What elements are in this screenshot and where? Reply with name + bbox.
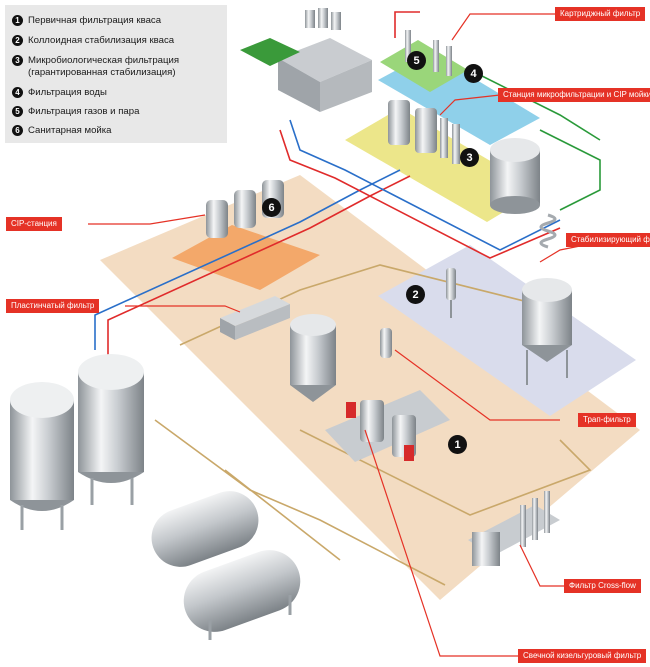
legend-item-4: 4 Фильтрация воды (12, 87, 107, 99)
zone-2-badge: 2 (406, 285, 425, 304)
legend-item-1: 1 Первичная фильтрация кваса (12, 15, 161, 27)
legend-label: Фильтрация воды (28, 87, 107, 98)
legend-panel: 1 Первичная фильтрация кваса 2 Коллоидна… (5, 5, 227, 143)
callout-plate-filter: Пластинчатый фильтр (6, 299, 100, 313)
legend-label: Фильтрация газов и пара (28, 106, 140, 117)
control-building (240, 38, 372, 112)
horizontal-tank-1 (151, 491, 259, 567)
horizontal-tank-2 (183, 550, 301, 640)
zone-1-platform (100, 175, 640, 600)
legend-number: 3 (12, 55, 23, 66)
legend-number: 4 (12, 87, 23, 98)
crossflow-filter-unit (468, 491, 560, 566)
callout-microfiltration-station: Станция микрофильтрации и CIP мойки (498, 88, 650, 102)
legend-number: 2 (12, 35, 23, 46)
microfiltration-station (388, 100, 460, 164)
zone-1-badge: 1 (448, 435, 467, 454)
callout-stabilizing-filter: Стабилизирующий фильтр (566, 233, 650, 247)
pipe-network (94, 11, 601, 586)
legend-item-2: 2 Коллоидная стабилизация кваса (12, 35, 174, 47)
legend-label: Микробиологическая фильтрация (28, 55, 180, 66)
stabilizer-coil (539, 213, 557, 249)
legend-item-3: 3 Микробиологическая фильтрация (гаранти… (12, 55, 179, 79)
cartridge-filters (405, 30, 452, 76)
legend-label: Санитарная мойка (28, 125, 112, 136)
stabilizing-filter-unit (446, 268, 456, 318)
zone-5-badge: 5 (407, 51, 426, 70)
callout-candle-filter: Свечной кизельгуровый фильтр (518, 649, 647, 663)
callout-cartridge-filter: Картриджный фильтр (555, 7, 646, 21)
callout-crossflow-filter: Фильтр Cross-flow (564, 579, 641, 593)
storage-tank-2 (78, 354, 144, 505)
zone-2-platform (378, 245, 636, 416)
zone-4-badge: 4 (464, 64, 483, 83)
legend-label: Коллоидная стабилизация кваса (28, 35, 175, 46)
tank-zone2 (522, 278, 572, 385)
callout-trap-filter: Трап-фильтр (578, 413, 636, 427)
plate-filter-unit (220, 296, 290, 340)
callout-leaders (88, 13, 611, 657)
tank-zone3 (490, 138, 540, 214)
legend-number: 6 (12, 125, 23, 136)
callout-cip-station: CIP-станция (6, 217, 62, 231)
legend-label-group: Микробиологическая фильтрация (гарантиро… (28, 55, 179, 79)
legend-item-6: 6 Санитарная мойка (12, 125, 112, 137)
tank-zone1 (290, 314, 336, 402)
gas-cylinders (305, 8, 341, 30)
zone-3-badge: 3 (460, 148, 479, 167)
zone-6-badge: 6 (262, 198, 281, 217)
legend-item-5: 5 Фильтрация газов и пара (12, 106, 139, 118)
trap-filter-unit (380, 328, 392, 358)
legend-label-sub: (гарантированная стабилизация) (28, 67, 176, 78)
storage-tank-1 (10, 382, 74, 530)
legend-number: 5 (12, 106, 23, 117)
legend-number: 1 (12, 15, 23, 26)
legend-label: Первичная фильтрация кваса (28, 15, 162, 26)
